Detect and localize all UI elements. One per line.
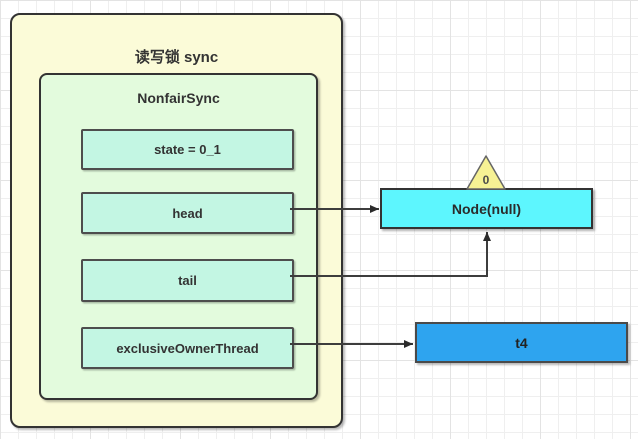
nonfairsync-title: NonfairSync bbox=[137, 90, 220, 106]
field-state[interactable]: state = 0_1 bbox=[81, 129, 294, 170]
container-nonfairsync[interactable]: NonfairSync state = 0_1 head tail exclus… bbox=[39, 73, 318, 400]
node-null-box[interactable]: Node(null) bbox=[380, 188, 593, 229]
triangle-icon bbox=[466, 155, 506, 190]
node-count-badge: 0 bbox=[466, 155, 506, 190]
field-head-label: head bbox=[172, 205, 203, 221]
field-tail[interactable]: tail bbox=[81, 259, 294, 302]
field-state-label: state = 0_1 bbox=[154, 142, 221, 157]
node-count-badge-label: 0 bbox=[483, 173, 490, 187]
container-rwlock-sync[interactable]: 读写锁 sync NonfairSync state = 0_1 head ta… bbox=[10, 13, 343, 428]
field-exclusive-owner-thread[interactable]: exclusiveOwnerThread bbox=[81, 327, 294, 369]
node-null-label: Node(null) bbox=[451, 200, 522, 217]
field-tail-label: tail bbox=[178, 273, 197, 288]
thread-t4-box[interactable]: t4 bbox=[415, 322, 628, 363]
thread-t4-label: t4 bbox=[515, 334, 528, 351]
field-head[interactable]: head bbox=[81, 192, 294, 234]
field-exclusive-owner-thread-label: exclusiveOwnerThread bbox=[116, 340, 259, 356]
rwlock-sync-title: 读写锁 sync bbox=[134, 49, 219, 66]
